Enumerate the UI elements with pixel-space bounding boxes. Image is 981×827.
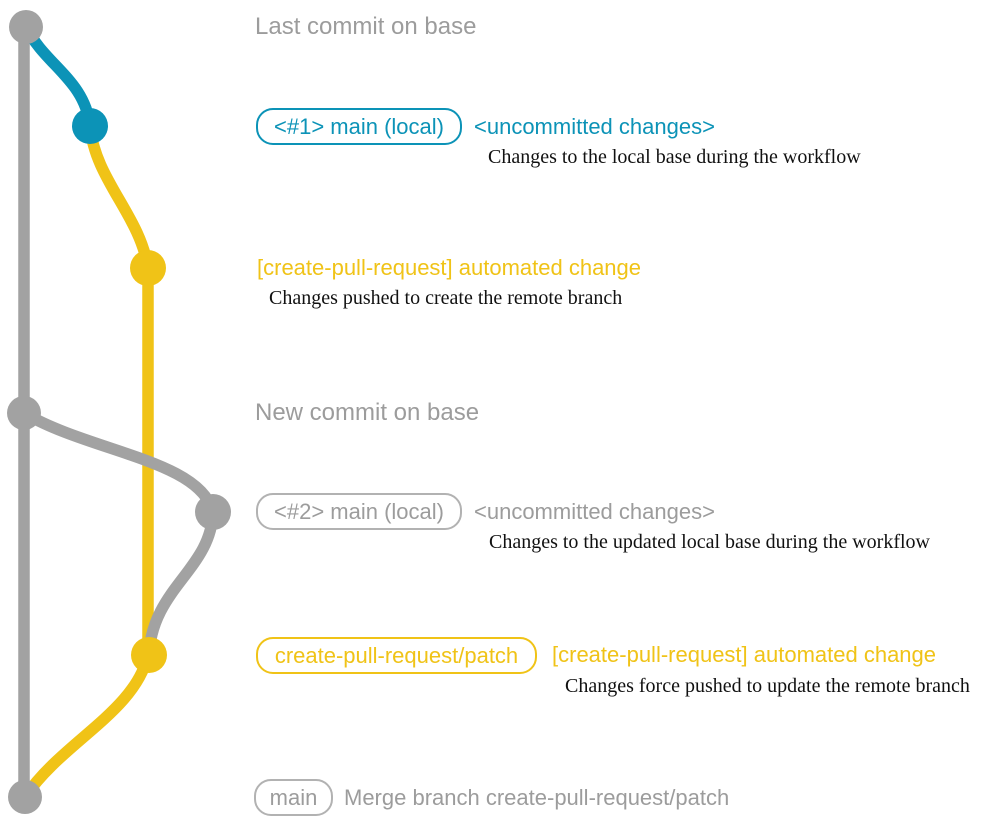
commit-node-new-base [7,396,41,430]
commit-node-local-main1 [72,108,108,144]
push2-caption: Changes force pushed to update the remot… [565,675,970,697]
push1-caption: Changes pushed to create the remote bran… [269,287,623,309]
branch-tag-main-local-1: <#1> main (local) [256,108,462,145]
branch2-caption: Changes to the updated local base during… [489,531,930,553]
branch-tag-main-label: main [269,784,318,810]
commit-node-last-base [9,10,43,44]
new-commit-header: New commit on base [255,399,480,426]
local-main2-to-patch-edge [143,506,219,661]
branch-tag-main: main [254,779,333,816]
local-main2-edge [18,407,219,518]
branch1-caption: Changes to the local base during the wor… [488,146,861,168]
uncommitted-changes-label-2: <uncommitted changes> [474,499,715,524]
commit-node-local-main2 [195,494,231,530]
commit-node-patch-update [131,637,167,673]
merge-commit-label: Merge branch create-pull-request/patch [344,785,730,810]
branch-tag-create-pull-request-patch-label: create-pull-request/patch [274,642,519,668]
automated-change-label-1: [create-pull-request] automated change [257,255,642,280]
git-graph [7,10,231,814]
branch-tag-main-local-2: <#2> main (local) [256,493,462,530]
uncommitted-changes-label-1: <uncommitted changes> [474,114,715,139]
last-commit-header: Last commit on base [255,13,477,40]
branch-tag-create-pull-request-patch: create-pull-request/patch [256,637,537,674]
automated-change-label-2: [create-pull-request] automated change [552,642,937,667]
patch-branch-path [19,120,154,803]
commit-node-patch-create [130,250,166,286]
branch-tag-main-local-2-label: <#2> main (local) [274,498,444,524]
commit-node-merge [8,780,42,814]
branch-tag-main-local-1-label: <#1> main (local) [274,113,444,139]
